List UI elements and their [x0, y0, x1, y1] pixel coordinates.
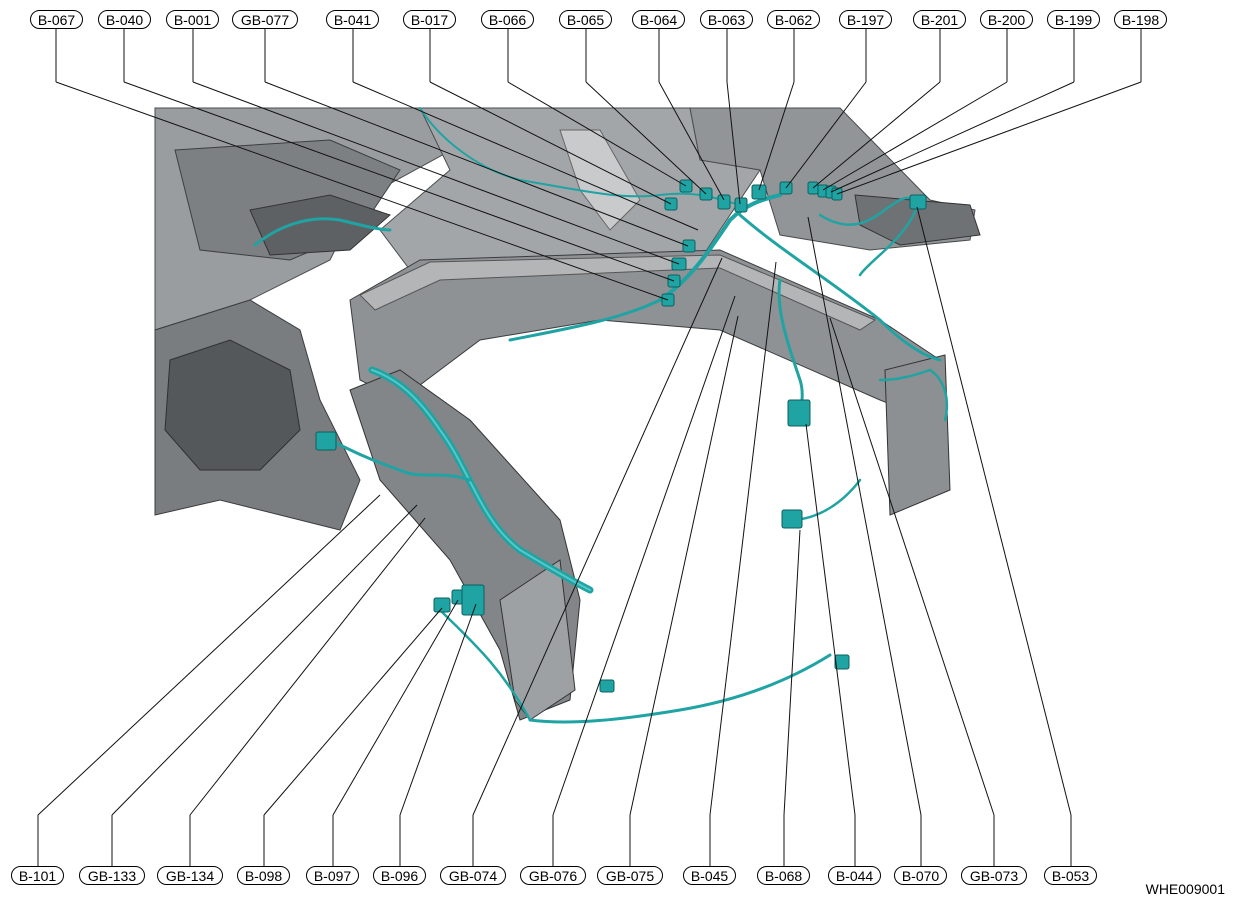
- leader-b-098-b: [263, 607, 443, 816]
- connector-b-098: [433, 597, 451, 613]
- label-b-197: B-197: [839, 10, 892, 29]
- label-gb-076: GB-076: [520, 866, 586, 885]
- harness-crossmember-lead: [508, 298, 662, 342]
- label-gb-075: GB-075: [597, 866, 663, 885]
- leader-gb-134-b: [189, 517, 426, 816]
- leader-gb-073-b: [829, 317, 995, 816]
- leader-b-096-b: [399, 603, 477, 816]
- leader-b-198-b: [836, 81, 1142, 195]
- body-right-plate: [884, 354, 951, 516]
- connector-b-062: [751, 184, 767, 200]
- label-b-065: B-065: [559, 10, 612, 29]
- connector-bumper-1: [599, 679, 615, 693]
- label-b-045: B-045: [683, 866, 736, 885]
- leader-b-017-b: [429, 81, 672, 205]
- label-gb-134: GB-134: [157, 866, 223, 885]
- connector-bumper-2: [834, 654, 850, 670]
- leader-b-200-b: [822, 81, 1008, 191]
- label-b-053: B-053: [1044, 866, 1097, 885]
- harness-to-right: [738, 213, 942, 362]
- harness-bumper: [528, 653, 832, 724]
- leader-gb-076-b: [552, 295, 736, 816]
- leader-gb-074-b: [472, 257, 723, 816]
- connector-b-063: [734, 197, 748, 213]
- label-b-001: B-001: [166, 10, 219, 29]
- vehicle-body-structure: [154, 107, 981, 721]
- leader-gb-075-b: [629, 315, 739, 816]
- connector-b-041: [682, 239, 696, 253]
- label-b-068: B-068: [757, 866, 810, 885]
- label-b-067: B-067: [30, 10, 83, 29]
- leader-gb-133-b: [111, 504, 418, 816]
- leader-b-041-b: [352, 81, 699, 231]
- leader-b-101-b: [37, 494, 381, 816]
- body-left-wheelhouse: [164, 339, 301, 471]
- label-gb-074: GB-074: [440, 866, 506, 885]
- connector-b-068: [781, 509, 803, 529]
- label-b-198: B-198: [1114, 10, 1167, 29]
- leader-b-045-b: [709, 261, 777, 816]
- figure-code: WHE009001: [1145, 881, 1225, 897]
- harness-left-upper: [253, 217, 392, 247]
- connector-b-053: [909, 194, 927, 210]
- leader-b-070-b: [807, 216, 922, 816]
- leader-lines: [37, 29, 1142, 866]
- leader-b-199-b: [830, 81, 1075, 193]
- label-b-064: B-064: [632, 10, 685, 29]
- harness-right-plate-lead: [878, 368, 949, 422]
- label-b-200: B-200: [980, 10, 1033, 29]
- leader-b-064-b: [658, 81, 725, 201]
- label-b-101: B-101: [11, 866, 64, 885]
- leader-b-053-b: [916, 206, 1072, 816]
- label-b-096: B-096: [373, 866, 426, 885]
- body-crossmember-top: [359, 254, 877, 331]
- harness-center-run: [658, 193, 782, 302]
- label-b-017: B-017: [403, 10, 456, 29]
- leader-b-068-b: [783, 529, 801, 816]
- label-gb-133: GB-133: [79, 866, 145, 885]
- label-b-041: B-041: [326, 10, 379, 29]
- leader-b-040-b: [123, 81, 675, 282]
- leader-b-044-b: [805, 423, 856, 816]
- body-spare-well: [249, 194, 391, 256]
- leader-b-097-b: [332, 599, 459, 816]
- label-b-040: B-040: [98, 10, 151, 29]
- label-b-044: B-044: [828, 866, 881, 885]
- leader-b-001-b: [192, 81, 680, 265]
- leader-b-065-b: [585, 81, 707, 195]
- label-b-063: B-063: [700, 10, 753, 29]
- leader-b-067-b: [55, 81, 669, 301]
- leader-b-062-b: [758, 81, 795, 191]
- harness-rear-left-branch: [328, 438, 472, 482]
- leader-b-066-b: [507, 81, 687, 187]
- leader-b-201-b: [812, 81, 941, 189]
- label-b-201: B-201: [913, 10, 966, 29]
- leader-b-063-b: [726, 81, 741, 205]
- label-b-066: B-066: [481, 10, 534, 29]
- label-b-199: B-199: [1047, 10, 1100, 29]
- label-gb-077: GB-077: [232, 10, 298, 29]
- label-b-097: B-097: [306, 866, 359, 885]
- label-b-062: B-062: [767, 10, 820, 29]
- body-tunnel: [559, 129, 641, 231]
- harness-main-trunk-highlight: [371, 369, 591, 591]
- label-b-070: B-070: [894, 866, 947, 885]
- connector-b-064: [717, 194, 731, 210]
- leader-gb-077-b: [264, 81, 689, 247]
- label-gb-073: GB-073: [961, 866, 1027, 885]
- wire-harness: [253, 107, 949, 724]
- connector-b-101: [315, 431, 337, 451]
- connector-b-096: [461, 584, 485, 616]
- label-b-098: B-098: [237, 866, 290, 885]
- harness-bumper-left: [438, 608, 532, 722]
- leader-b-197-b: [785, 81, 867, 189]
- connector-b-044: [787, 399, 811, 427]
